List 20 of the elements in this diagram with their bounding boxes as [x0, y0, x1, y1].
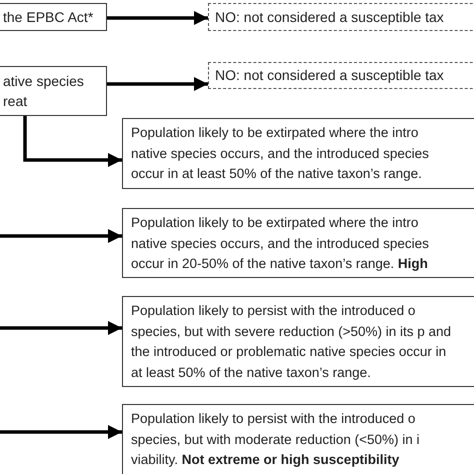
arrow [0, 321, 122, 335]
process-box [122, 404, 474, 474]
arrow [0, 229, 122, 243]
box-text: NO: not considered a susceptible tax [215, 8, 445, 27]
process-box [122, 118, 474, 189]
process-box [122, 296, 474, 387]
process-box [122, 208, 474, 278]
arrow [107, 11, 208, 25]
box-text: the EPBC Act* [3, 8, 94, 27]
box-text: Population likely to persist with the introduced o species, but with moderate reduction (<50%) in i viability. Not extreme or high susceptibility [131, 410, 421, 469]
outcome-box [208, 3, 474, 31]
box-text: ative species reat [3, 72, 85, 111]
box-text: NO: not considered a susceptible tax [215, 66, 445, 85]
box-text: Population likely to be extirpated where the intro native species occurs, and the introduced species occur in 20-50% of the native taxon’s range. High [131, 214, 430, 273]
outcome-box [208, 62, 474, 89]
arrow [23, 116, 122, 167]
arrow [0, 425, 122, 439]
arrow [107, 77, 208, 91]
box-text: Population likely to persist with the introduced o species, but with severe reduction (>50%) in its p and the introduced or problematic native species occur in at least 50% of the native taxon’s range. [131, 302, 452, 382]
box-text: Population likely to be extirpated where the intro native species occurs, and the introduced species occur in at least 50% of the native taxon’s range. [131, 124, 430, 183]
